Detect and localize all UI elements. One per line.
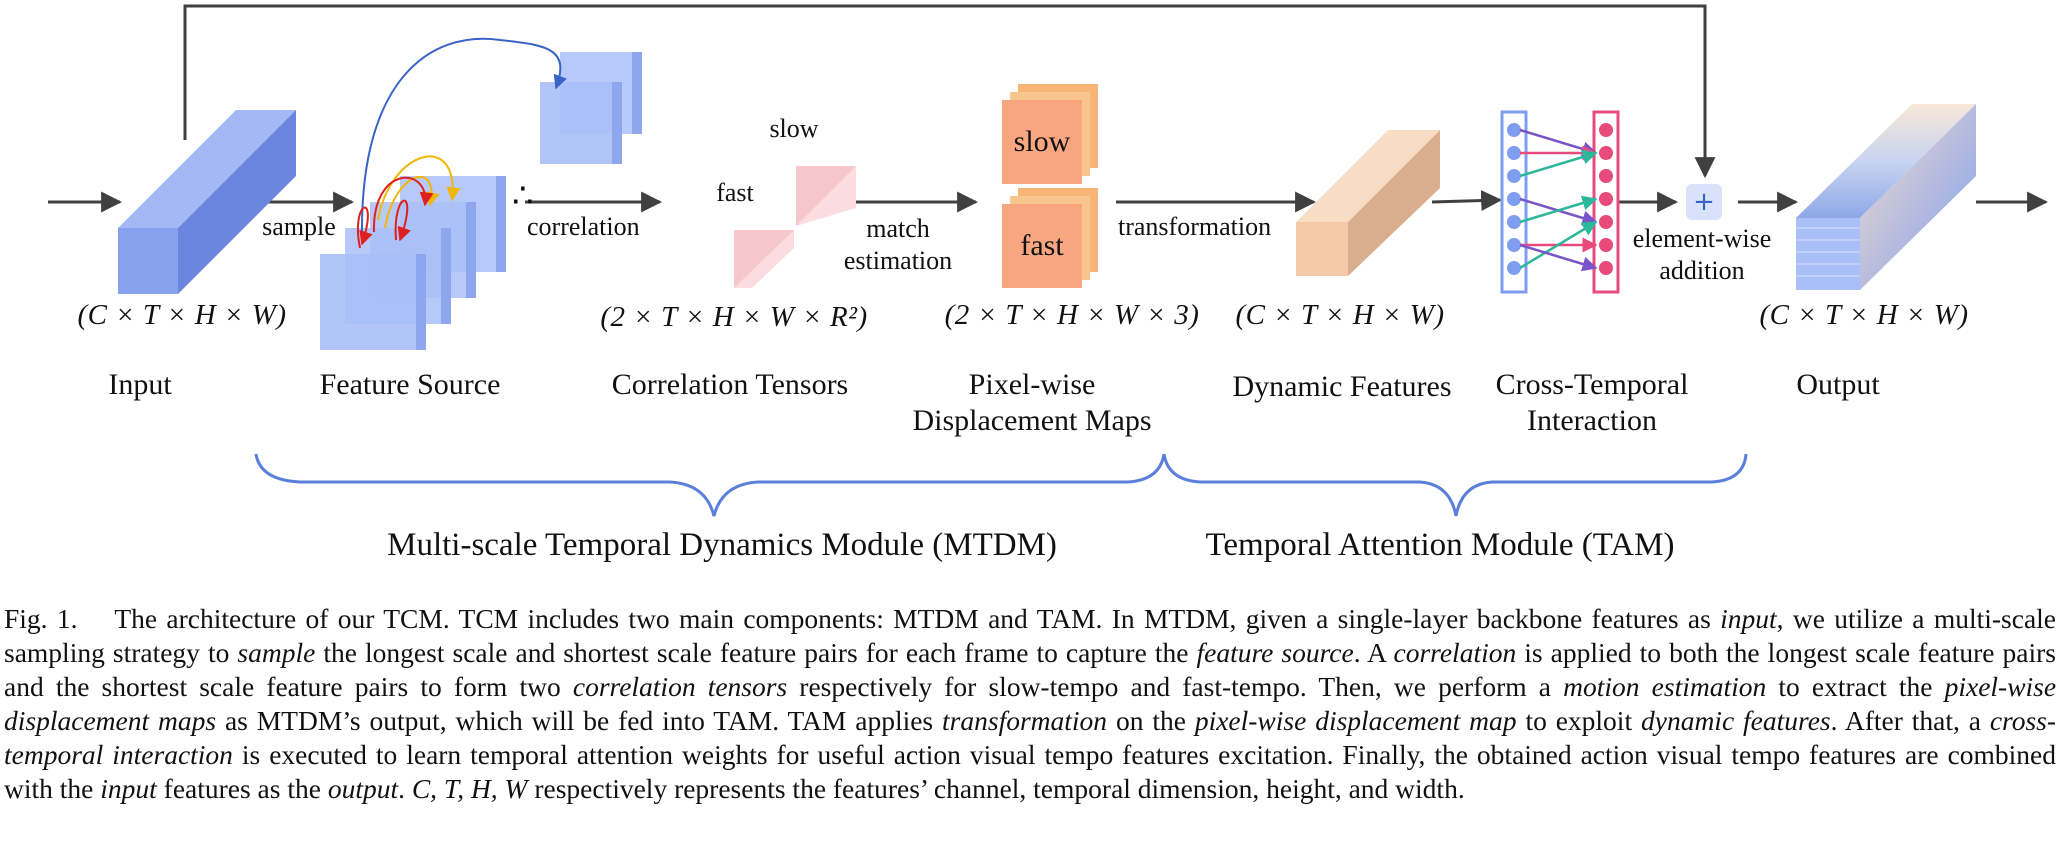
transformation-arrow-label: transformation (1118, 212, 1272, 241)
plus-icon: + (1693, 187, 1715, 217)
caption-emphasis: correlation (1393, 637, 1517, 668)
caption-text: to extract the (1778, 671, 1933, 702)
displacement-dims: (2 × T × H × W × 3) (944, 299, 1200, 331)
figure-caption: Fig. 1. The architecture of our TCM. TCM… (4, 602, 2056, 806)
caption-text: features as the (163, 773, 321, 804)
caption-text: the longest scale and shortest scale fea… (323, 637, 1189, 668)
caption-emphasis: input (100, 773, 157, 804)
slow-displacement-map (1002, 84, 1098, 184)
displacement-label-line1: Pixel-wise (968, 368, 1096, 401)
to-interaction-arrow (1431, 190, 1503, 212)
caption-text: to exploit (1525, 705, 1633, 736)
output-label: Output (1796, 368, 1880, 401)
caption-text: The architecture of our TCM. TCM include… (114, 603, 1711, 634)
caption-emphasis: motion estimation (1563, 671, 1767, 702)
correlation-arrow-label: correlation (527, 212, 640, 241)
caption-text: on the (1115, 705, 1186, 736)
estimation-label: estimation (843, 246, 953, 275)
ellipsis-dots: ∴ (512, 178, 534, 215)
cross-temporal-label-line2: Interaction (1527, 404, 1657, 437)
sample-arrow-label: sample (262, 212, 336, 241)
caption-emphasis: pixel-wise displacement maps (4, 671, 2057, 736)
caption-text: . A (1353, 637, 1386, 668)
caption-emphasis: dynamic features (1640, 705, 1831, 736)
mtdm-brace (254, 453, 1166, 517)
sample-curve-red-1 (372, 176, 434, 233)
fast-map-label: fast (1020, 229, 1064, 262)
caption-text: is executed to learn temporal attention … (4, 739, 2057, 804)
caption-emphasis: output (327, 773, 399, 804)
sample-curve-red-2 (394, 199, 411, 242)
input-dims: (C × T × H × W) (77, 299, 287, 331)
input-cuboid (118, 110, 296, 294)
far-feature-cubes (540, 52, 642, 164)
dynamic-dims: (C × T × H × W) (1235, 299, 1445, 331)
match-label: match (866, 214, 930, 243)
dynamic-features-cuboid (1296, 130, 1440, 276)
sample-curve-blue (360, 37, 567, 237)
tam-brace (1162, 453, 1748, 517)
slow-tensor-label: slow (769, 114, 819, 143)
fast-correlation-tensor (734, 230, 794, 288)
caption-text: . (398, 773, 405, 804)
skip-connection-line (183, 4, 1716, 179)
caption-emphasis: C, T, H, W (411, 773, 528, 804)
tcm-architecture-diagram (48, 4, 2049, 517)
caption-text: . After that, a (1830, 705, 1981, 736)
input-label: Input (108, 368, 172, 401)
caption-text: as MTDM’s output, which will be fed into… (224, 705, 934, 736)
cross-temporal-interaction (1500, 110, 1620, 294)
slow-correlation-tensor (796, 166, 856, 226)
fast-displacement-map (1002, 188, 1098, 288)
correlation-tensors-label: Correlation Tensors (611, 368, 849, 401)
caption-emphasis: sample (237, 637, 316, 668)
caption-emphasis: cross-temporal interaction (4, 705, 2057, 770)
tam-module-label: Temporal Attention Module (TAM) (1205, 527, 1675, 563)
caption-emphasis: pixel-wise displacement map (1194, 705, 1517, 736)
cross-temporal-label-line1: Cross-Temporal (1495, 368, 1689, 401)
caption-emphasis: transformation (942, 705, 1108, 736)
caption-emphasis: input (1720, 603, 1777, 634)
caption-text: respectively for slow-tempo and fast-tem… (799, 671, 1551, 702)
sample-curve-red-3 (356, 206, 373, 249)
mtdm-module-label: Multi-scale Temporal Dynamics Module (MT… (387, 527, 1057, 563)
caption-text: respectively represents the features’ ch… (534, 773, 1465, 804)
displacement-label-line2: Displacement Maps (912, 404, 1152, 437)
feature-source-label: Feature Source (319, 368, 501, 401)
caption-emphasis: feature source (1196, 637, 1354, 668)
dynamic-features-label: Dynamic Features (1232, 370, 1452, 403)
output-dims: (C × T × H × W) (1759, 299, 1969, 331)
output-cuboid (1796, 104, 1976, 290)
caption-emphasis: correlation tensors (572, 671, 788, 702)
fast-tensor-label: fast (716, 178, 754, 207)
element-wise-label: element-wise (1632, 224, 1772, 253)
element-wise-addition-box (1686, 184, 1722, 220)
slow-map-label: slow (1013, 125, 1071, 158)
caption-text: is applied to both the longest scale fea… (4, 637, 2056, 702)
sample-curve-gold-1 (377, 155, 461, 221)
correlation-dims: (2 × T × H × W × R²) (600, 301, 868, 333)
caption-text: , we utilize a multi-scale sampling stra… (4, 603, 2056, 668)
addition-label: addition (1659, 256, 1745, 285)
figure-number: Fig. 1. (4, 603, 78, 634)
